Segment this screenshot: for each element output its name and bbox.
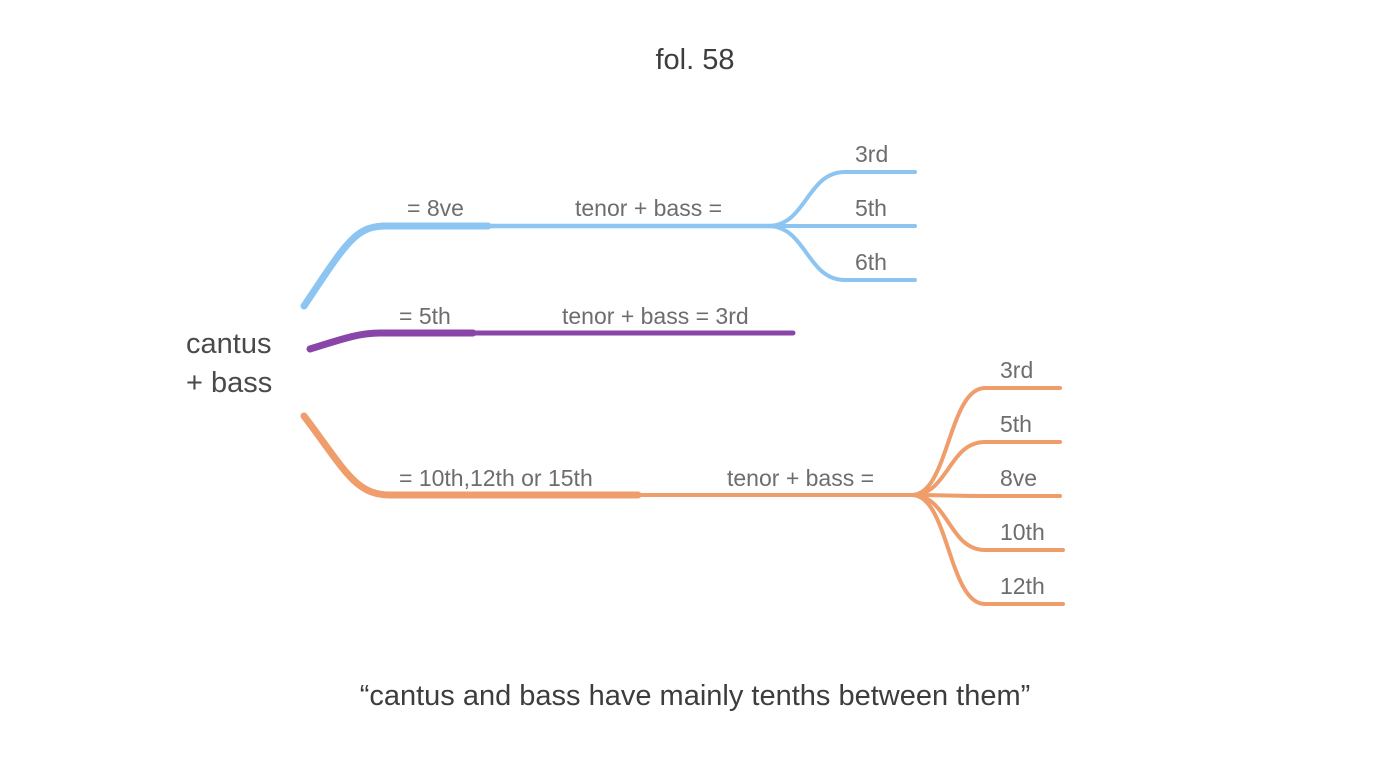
branch-octave-interval-label: = 8ve [407, 195, 464, 221]
branch-tenth-result-label: 12th [1000, 573, 1045, 599]
branch-octave-result-line [766, 224, 917, 282]
branch-octave: = 8ve tenor + bass = 3rd 5th 6th [300, 141, 917, 310]
branch-octave-result-label: 3rd [855, 141, 888, 167]
branch-octave-tenor-bass-label: tenor + bass = [575, 195, 722, 221]
branch-tenth-result-label: 3rd [1000, 357, 1033, 383]
slide-title: fol. 58 [655, 44, 735, 76]
branch-tenth-result-line [910, 386, 1062, 497]
branch-octave-result-line [766, 170, 917, 228]
branch-tenth-interval-label: = 10th,12th or 15th [399, 465, 593, 491]
root-label-line2: + bass [186, 367, 272, 399]
branch-tenth-result-line [910, 493, 1062, 498]
branch-fifth-tenor-bass-label: tenor + bass = 3rd [562, 303, 749, 329]
branch-tenth-result-label: 10th [1000, 519, 1045, 545]
branch-tenth-trunk [300, 412, 394, 499]
branch-tenth-result-line [910, 493, 1065, 606]
branch-tenth-result-line [910, 440, 1062, 497]
branch-octave-trunk [300, 222, 389, 310]
branch-tenth-result-label: 8ve [1000, 465, 1037, 491]
branch-tenth: = 10th,12th or 15th tenor + bass = 3rd 5th 8… [300, 357, 1065, 606]
branch-octave-result-label: 5th [855, 195, 887, 221]
branch-octave-result-label: 6th [855, 249, 887, 275]
slide-caption: “cantus and bass have mainly tenths betw… [359, 680, 1031, 712]
root-label-line1: cantus [186, 328, 271, 360]
branch-fifth-interval-label: = 5th [399, 303, 451, 329]
branches-layer: = 8ve tenor + bass = 3rd 5th 6th = 5th tenor +… [300, 141, 1065, 606]
branch-tenth-result-label: 5th [1000, 411, 1032, 437]
branch-tenth-tenor-bass-label: tenor + bass = [727, 465, 874, 491]
branch-fifth: = 5th tenor + bass = 3rd [306, 303, 796, 353]
branch-fifth-trunk [306, 329, 384, 353]
